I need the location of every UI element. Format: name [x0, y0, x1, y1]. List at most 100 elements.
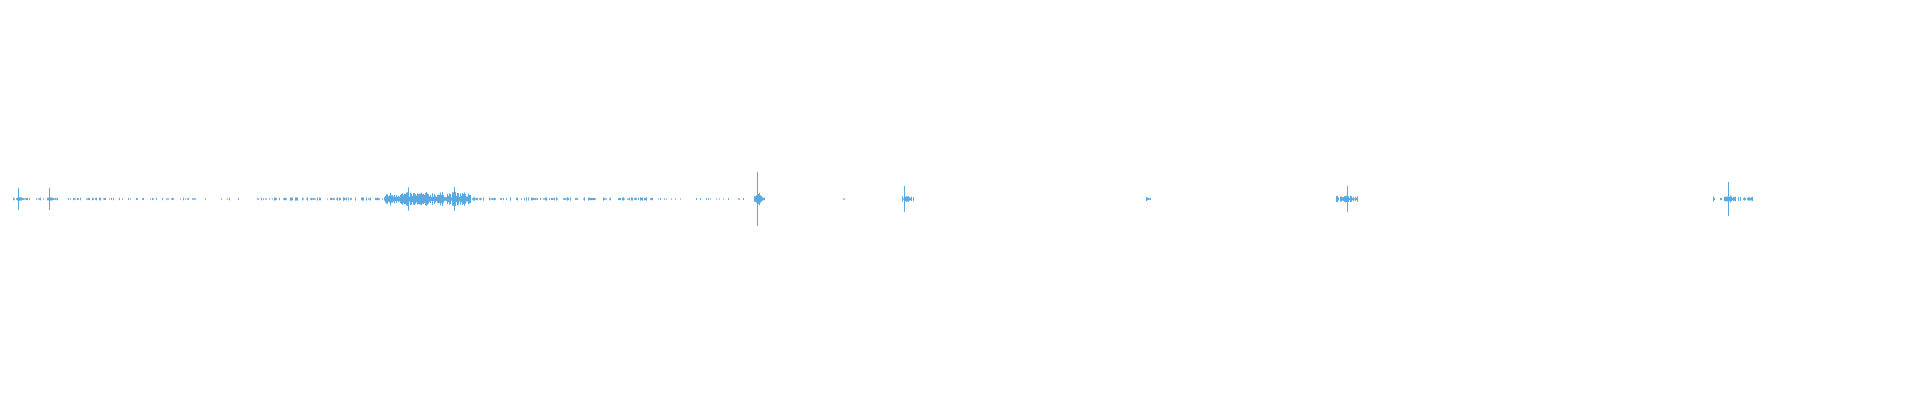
waveform-sample [99, 197, 100, 201]
waveform-sample [1730, 195, 1731, 203]
waveform-sample [441, 194, 442, 204]
waveform-sample [463, 194, 464, 205]
waveform-sample [1346, 197, 1347, 201]
waveform-sample [171, 198, 172, 200]
waveform-sample [476, 197, 477, 201]
waveform-sample [405, 194, 406, 204]
waveform-sample [274, 197, 275, 201]
waveform-sample [710, 198, 711, 200]
waveform-sample [1146, 196, 1147, 201]
waveform-sample [20, 197, 21, 201]
waveform-sample [1348, 196, 1349, 202]
waveform-sample [594, 197, 595, 201]
waveform-sample [424, 195, 425, 203]
waveform-sample [517, 197, 518, 201]
waveform-sample [460, 198, 461, 200]
waveform-sample [426, 192, 427, 206]
waveform-sample [609, 198, 610, 200]
waveform-sample [716, 198, 717, 200]
waveform-sample [570, 197, 571, 201]
waveform-sample [528, 197, 529, 201]
waveform-sample [143, 198, 144, 201]
waveform-sample [433, 196, 434, 202]
waveform-sample [443, 195, 444, 203]
waveform-sample [445, 197, 446, 201]
waveform-sample [451, 197, 452, 201]
waveform-sample [128, 197, 129, 201]
waveform-sample [103, 198, 104, 200]
waveform-sample [610, 197, 611, 201]
waveform-sample [913, 197, 914, 201]
waveform-sample [450, 194, 451, 204]
waveform-sample [336, 198, 337, 200]
waveform-sample [238, 197, 239, 200]
waveform-sample [444, 197, 445, 201]
waveform-sample [409, 196, 410, 202]
waveform-sample [24, 198, 25, 200]
waveform-sample [494, 197, 495, 201]
waveform-sample [1352, 198, 1353, 200]
waveform-sample [680, 198, 681, 200]
waveform-sample [396, 195, 397, 203]
waveform-sample [258, 198, 259, 200]
waveform-sample [290, 197, 291, 201]
waveform-sample [162, 197, 163, 201]
waveform-sample [644, 197, 645, 201]
waveform-sample [283, 198, 284, 200]
waveform-sample [421, 192, 422, 206]
waveform-peak [904, 186, 905, 212]
waveform-sample [620, 197, 621, 201]
waveform-sample [327, 198, 328, 200]
waveform-sample [1356, 197, 1357, 201]
waveform-sample [26, 197, 27, 200]
waveform-sample [903, 198, 904, 200]
waveform-sample [1751, 197, 1752, 201]
waveform-sample [119, 197, 120, 201]
waveform-sample [551, 198, 552, 200]
waveform-sample [348, 197, 349, 201]
waveform-sample [23, 198, 24, 200]
waveform-sample [1720, 198, 1721, 201]
waveform-sample [755, 198, 756, 200]
waveform-sample [624, 198, 625, 200]
waveform-sample [303, 198, 304, 200]
waveform-sample [1147, 197, 1148, 201]
waveform-sample [96, 197, 97, 201]
waveform-sample [632, 197, 633, 201]
waveform-sample [416, 195, 417, 203]
waveform-sample [651, 197, 652, 201]
waveform-sample [395, 196, 396, 202]
waveform-sample [577, 198, 578, 200]
waveform-sample [286, 198, 287, 200]
waveform-sample [180, 198, 181, 200]
waveform-sample [391, 195, 392, 203]
waveform-sample [455, 195, 456, 203]
waveform-peak [18, 187, 19, 210]
waveform-sample [410, 196, 411, 202]
waveform-sample [760, 195, 761, 203]
waveform-sample [759, 192, 760, 206]
waveform-sample [345, 198, 346, 200]
waveform-sample [563, 198, 564, 200]
waveform-sample [369, 198, 370, 200]
waveform-sample [606, 198, 607, 200]
waveform-sample [1724, 196, 1725, 201]
waveform-sample [390, 192, 391, 206]
waveform-sample [188, 198, 189, 200]
waveform-sample [38, 198, 39, 200]
waveform-sample [173, 198, 174, 200]
waveform-sample [306, 198, 307, 200]
waveform-sample [556, 197, 557, 201]
waveform-sample [363, 197, 364, 201]
waveform-sample [1357, 196, 1358, 202]
waveform-sample [629, 197, 630, 201]
waveform-sample [340, 198, 341, 200]
waveform-sample [370, 197, 371, 201]
waveform-sample [603, 197, 604, 201]
waveform-sample [407, 197, 408, 201]
waveform-sample [516, 197, 517, 200]
waveform-sample [439, 195, 440, 203]
waveform-sample [56, 198, 57, 200]
waveform-sample [315, 198, 316, 200]
